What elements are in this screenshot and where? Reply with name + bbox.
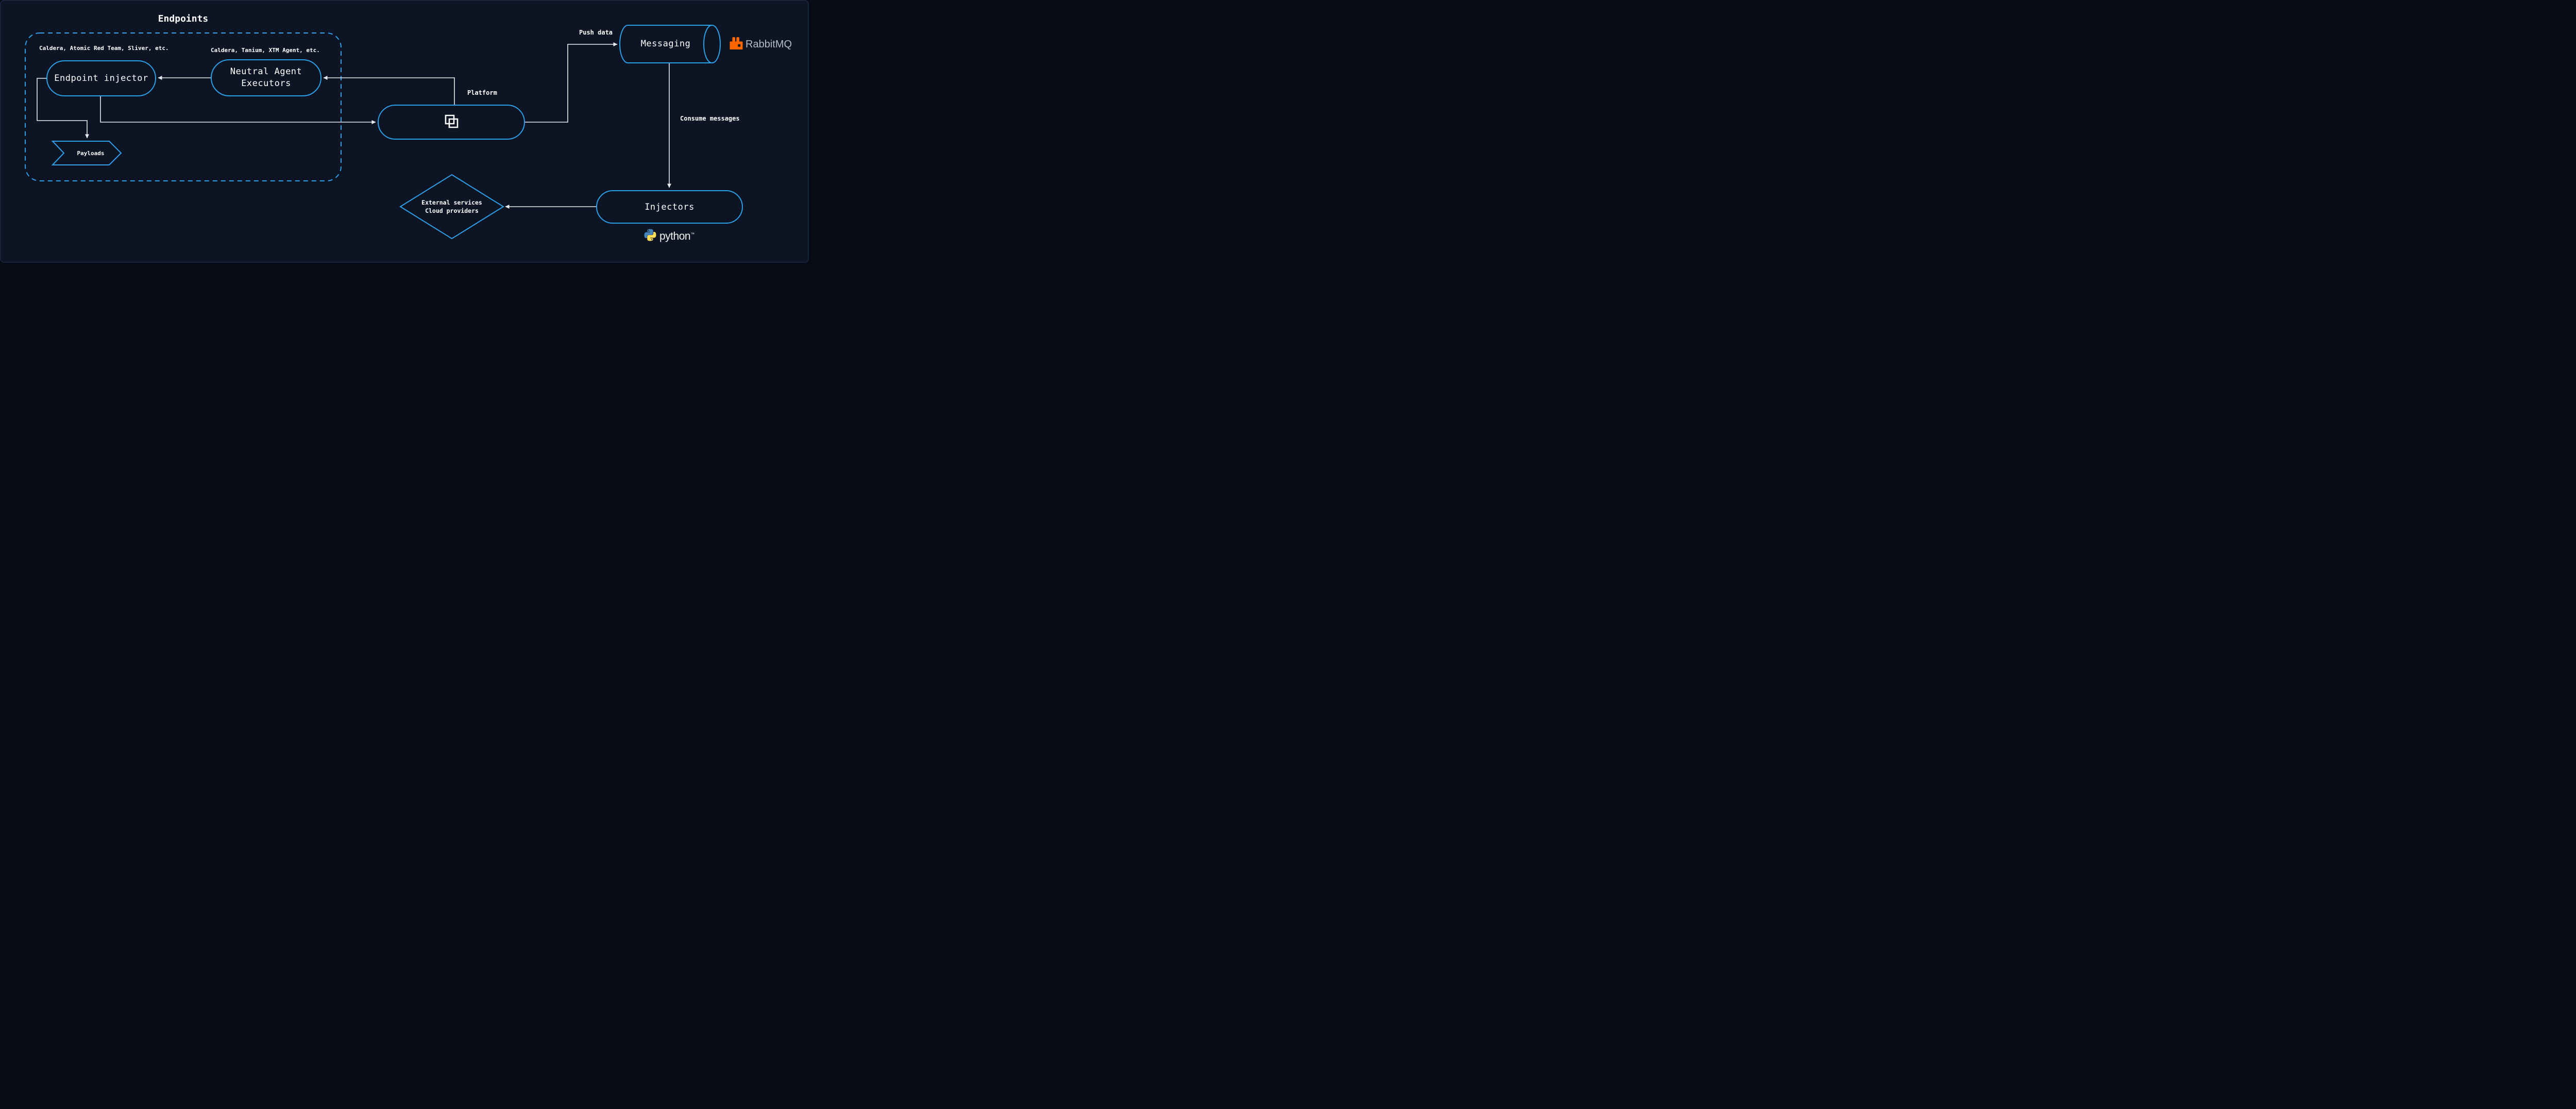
external-services-label: External services Cloud providers bbox=[400, 198, 503, 215]
edge-platform-to-messaging bbox=[525, 42, 618, 123]
injectors-label: Injectors bbox=[645, 201, 694, 212]
endpoints-group-title: Endpoints bbox=[158, 13, 209, 24]
endpoints-group-border bbox=[25, 32, 342, 181]
push-data-label: Push data bbox=[579, 29, 613, 36]
platform-label: Platform bbox=[467, 89, 497, 96]
diagram-canvas: Endpoints Caldera, Atomic Red Team, Sliv… bbox=[0, 0, 809, 263]
python-brand: python™ bbox=[643, 228, 694, 244]
platform-node bbox=[378, 105, 525, 140]
injectors-node: Injectors bbox=[596, 190, 743, 224]
python-label: python™ bbox=[659, 230, 694, 242]
endpoint-injector-node: Endpoint injector bbox=[46, 60, 156, 96]
endpoint-injector-note: Caldera, Atomic Red Team, Sliver, etc. bbox=[39, 45, 169, 52]
diagram-wires bbox=[25, 25, 721, 240]
external-services-diamond bbox=[399, 174, 504, 240]
edge-platform-to-executors bbox=[323, 76, 455, 105]
messaging-cylinder bbox=[619, 25, 721, 63]
python-trademark: ™ bbox=[690, 231, 694, 237]
executors-note: Caldera, Tanium, XTM Agent, etc. bbox=[211, 47, 320, 54]
executors-node: Neutral Agent Executors bbox=[211, 59, 321, 96]
payloads-label: Payloads bbox=[77, 150, 105, 157]
messaging-label: Messaging bbox=[640, 39, 691, 49]
endpoint-injector-label: Endpoint injector bbox=[54, 73, 148, 83]
platform-logo-icon bbox=[442, 111, 461, 133]
executors-label-line2: Executors bbox=[241, 78, 291, 89]
executors-label-line1: Neutral Agent bbox=[230, 66, 302, 77]
external-services-line1: External services bbox=[421, 199, 482, 206]
rabbitmq-icon bbox=[730, 37, 743, 53]
rabbitmq-label: RabbitMQ bbox=[745, 39, 792, 50]
edge-injector-to-platform bbox=[100, 96, 376, 124]
python-icon bbox=[643, 228, 657, 244]
external-services-line2: Cloud providers bbox=[425, 207, 479, 214]
consume-messages-label: Consume messages bbox=[680, 115, 740, 122]
payloads-shape bbox=[51, 141, 122, 165]
rabbitmq-brand: RabbitMQ bbox=[730, 37, 792, 53]
edge-injector-to-payloads bbox=[37, 78, 89, 139]
